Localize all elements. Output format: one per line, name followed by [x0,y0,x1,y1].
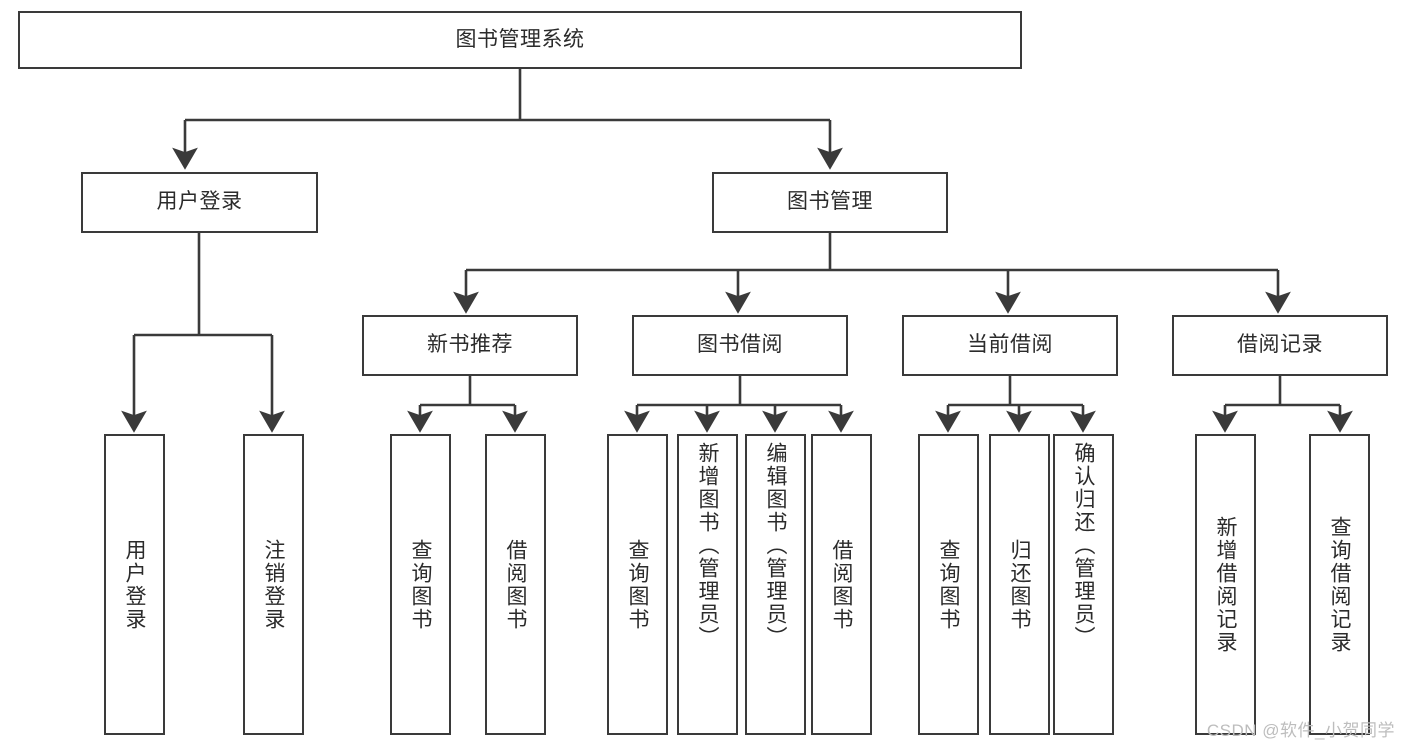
node-leaf-user-login-label: 用户登录 [123,538,146,631]
node-root-label: 图书管理系统 [455,27,585,51]
node-new-book-recommend-label: 新书推荐 [427,333,513,357]
node-leaf-query-book-2-label: 查询图书 [626,538,649,631]
node-book-borrow[interactable]: 图书借阅 [632,315,848,376]
node-user-login-label: 用户登录 [156,190,243,214]
node-leaf-query-book-3-label: 查询图书 [937,538,960,631]
node-leaf-confirm-return[interactable]: 确认归还（管理员） [1053,434,1114,735]
node-leaf-add-record[interactable]: 新增借阅记录 [1195,434,1256,735]
node-borrow-record-label: 借阅记录 [1237,333,1323,357]
node-leaf-borrow-book-1-label: 借阅图书 [504,538,527,631]
node-leaf-borrow-book-2[interactable]: 借阅图书 [811,434,872,735]
node-leaf-logout-login[interactable]: 注销登录 [243,434,304,735]
node-leaf-borrow-book-1[interactable]: 借阅图书 [485,434,546,735]
node-leaf-add-book[interactable]: 新增图书（管理员） [677,434,738,735]
csdn-watermark: CSDN @软件_小贺同学 [1206,721,1395,740]
node-leaf-user-login[interactable]: 用户登录 [104,434,165,735]
node-book-management-label: 图书管理 [787,190,873,214]
node-leaf-query-book-1[interactable]: 查询图书 [390,434,451,735]
node-leaf-query-record[interactable]: 查询借阅记录 [1309,434,1370,735]
node-leaf-add-record-label: 新增借阅记录 [1214,515,1237,654]
node-leaf-query-record-label: 查询借阅记录 [1328,515,1351,654]
node-root[interactable]: 图书管理系统 [18,11,1022,69]
node-leaf-confirm-return-label: 确认归还（管理员） [1072,442,1095,649]
node-book-management[interactable]: 图书管理 [712,172,948,233]
node-leaf-borrow-book-2-label: 借阅图书 [830,538,853,631]
node-leaf-query-book-3[interactable]: 查询图书 [918,434,979,735]
node-leaf-return-book[interactable]: 归还图书 [989,434,1050,735]
node-leaf-logout-login-label: 注销登录 [262,538,285,631]
node-leaf-add-book-label: 新增图书（管理员） [696,442,719,649]
node-user-login[interactable]: 用户登录 [81,172,318,233]
node-leaf-return-book-label: 归还图书 [1008,538,1031,631]
node-current-borrow[interactable]: 当前借阅 [902,315,1118,376]
node-leaf-query-book-2[interactable]: 查询图书 [607,434,668,735]
node-borrow-record[interactable]: 借阅记录 [1172,315,1388,376]
node-leaf-edit-book[interactable]: 编辑图书（管理员） [745,434,806,735]
node-new-book-recommend[interactable]: 新书推荐 [362,315,578,376]
node-book-borrow-label: 图书借阅 [697,333,783,357]
node-current-borrow-label: 当前借阅 [967,333,1053,357]
node-leaf-query-book-1-label: 查询图书 [409,538,432,631]
node-leaf-edit-book-label: 编辑图书（管理员） [764,442,787,649]
